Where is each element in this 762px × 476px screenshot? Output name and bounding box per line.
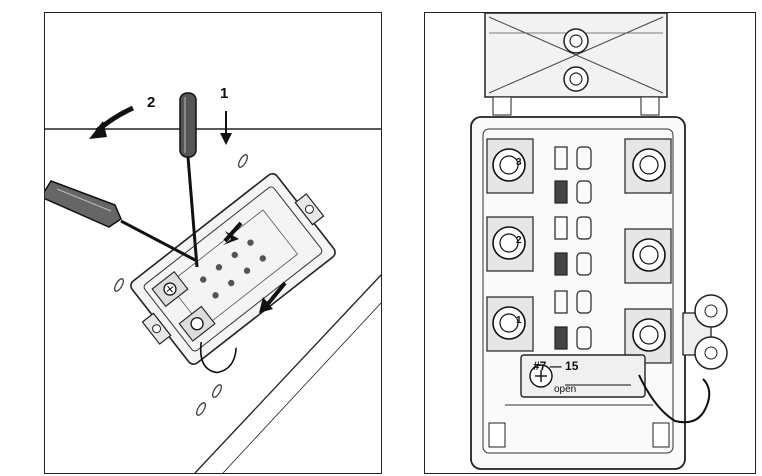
ground-clamp	[520, 354, 646, 398]
terminal-number-3: 3	[516, 157, 522, 168]
pointer-arrows	[223, 221, 287, 313]
bottom-tab-left	[488, 422, 506, 448]
hinge-cover	[484, 13, 668, 116]
left-terminal-column	[486, 138, 534, 352]
vertical-screwdriver	[179, 92, 199, 268]
diagonal-screwdriver	[45, 180, 198, 263]
wall-slot-marks	[114, 154, 248, 416]
right-terminal-column	[624, 138, 672, 364]
side-bracket	[682, 294, 728, 370]
right-illustration-panel: #7 — 15 open 3 2 1	[424, 12, 756, 474]
step-2-arrow	[89, 105, 135, 139]
enclosure-group	[130, 173, 336, 374]
terminal-holes	[200, 239, 266, 299]
wire-loop	[199, 341, 237, 374]
wire-gauge-label: #7 — 15	[533, 359, 579, 373]
receptacle-slots	[554, 146, 592, 350]
left-illustration	[45, 92, 381, 473]
left-illustration-panel: 1 2	[44, 12, 382, 474]
terminal-number-1: 1	[516, 315, 522, 326]
enclosure-inner	[143, 186, 323, 352]
step-2-label: 2	[147, 94, 156, 111]
open-label: open	[554, 384, 577, 395]
enclosure-inner-rim	[482, 128, 674, 454]
wall-edge-line	[194, 274, 381, 473]
terminal-number-2: 2	[516, 235, 522, 246]
step-1-arrow	[220, 111, 232, 145]
bottom-tab-right	[652, 422, 670, 448]
step-1-label: 1	[220, 85, 229, 102]
wall-edge-line-2	[222, 302, 381, 473]
right-illustration	[470, 13, 728, 470]
ground-wire	[638, 374, 711, 424]
